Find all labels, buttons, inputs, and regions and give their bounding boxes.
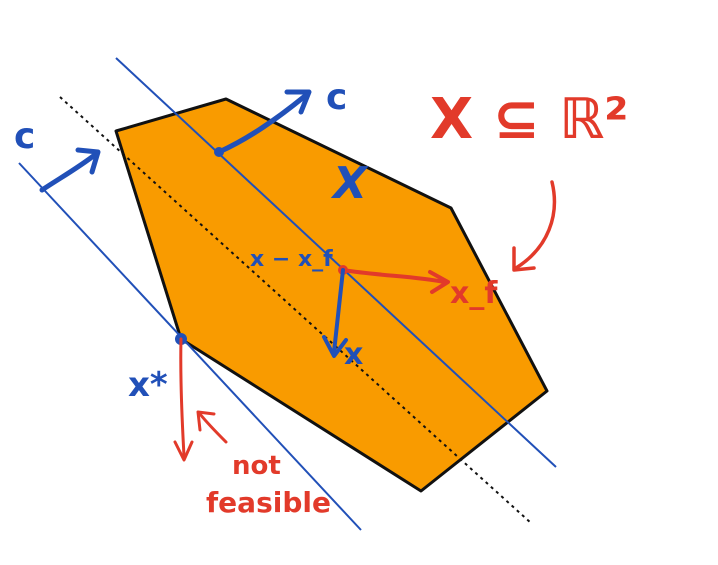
c-arrow-left xyxy=(39,147,101,193)
label-set-x: X xyxy=(330,158,369,209)
level-line-upper xyxy=(115,57,557,468)
red-vector-xf xyxy=(341,268,450,294)
level-line-lower xyxy=(18,162,362,531)
red-infeasible-arrow xyxy=(173,337,194,462)
top-point xyxy=(214,147,224,157)
label-direction: x − x_f xyxy=(250,247,333,272)
blue-vector-x xyxy=(322,268,348,358)
label-c-top: c xyxy=(326,77,347,118)
label-x: x xyxy=(344,337,363,372)
label-c-left: c xyxy=(14,116,35,157)
label-x-star: x* xyxy=(128,365,168,405)
label-set-definition: X ⊆ ℝ² xyxy=(430,87,629,152)
label-xf: x_f xyxy=(450,276,498,311)
label-feasible: feasible xyxy=(206,486,331,519)
dotted-level-line xyxy=(59,96,532,524)
red-pointer-arrow xyxy=(512,180,557,272)
label-not: not xyxy=(232,451,281,481)
c-arrow-top xyxy=(214,89,312,157)
red-note-arrow xyxy=(196,410,228,444)
